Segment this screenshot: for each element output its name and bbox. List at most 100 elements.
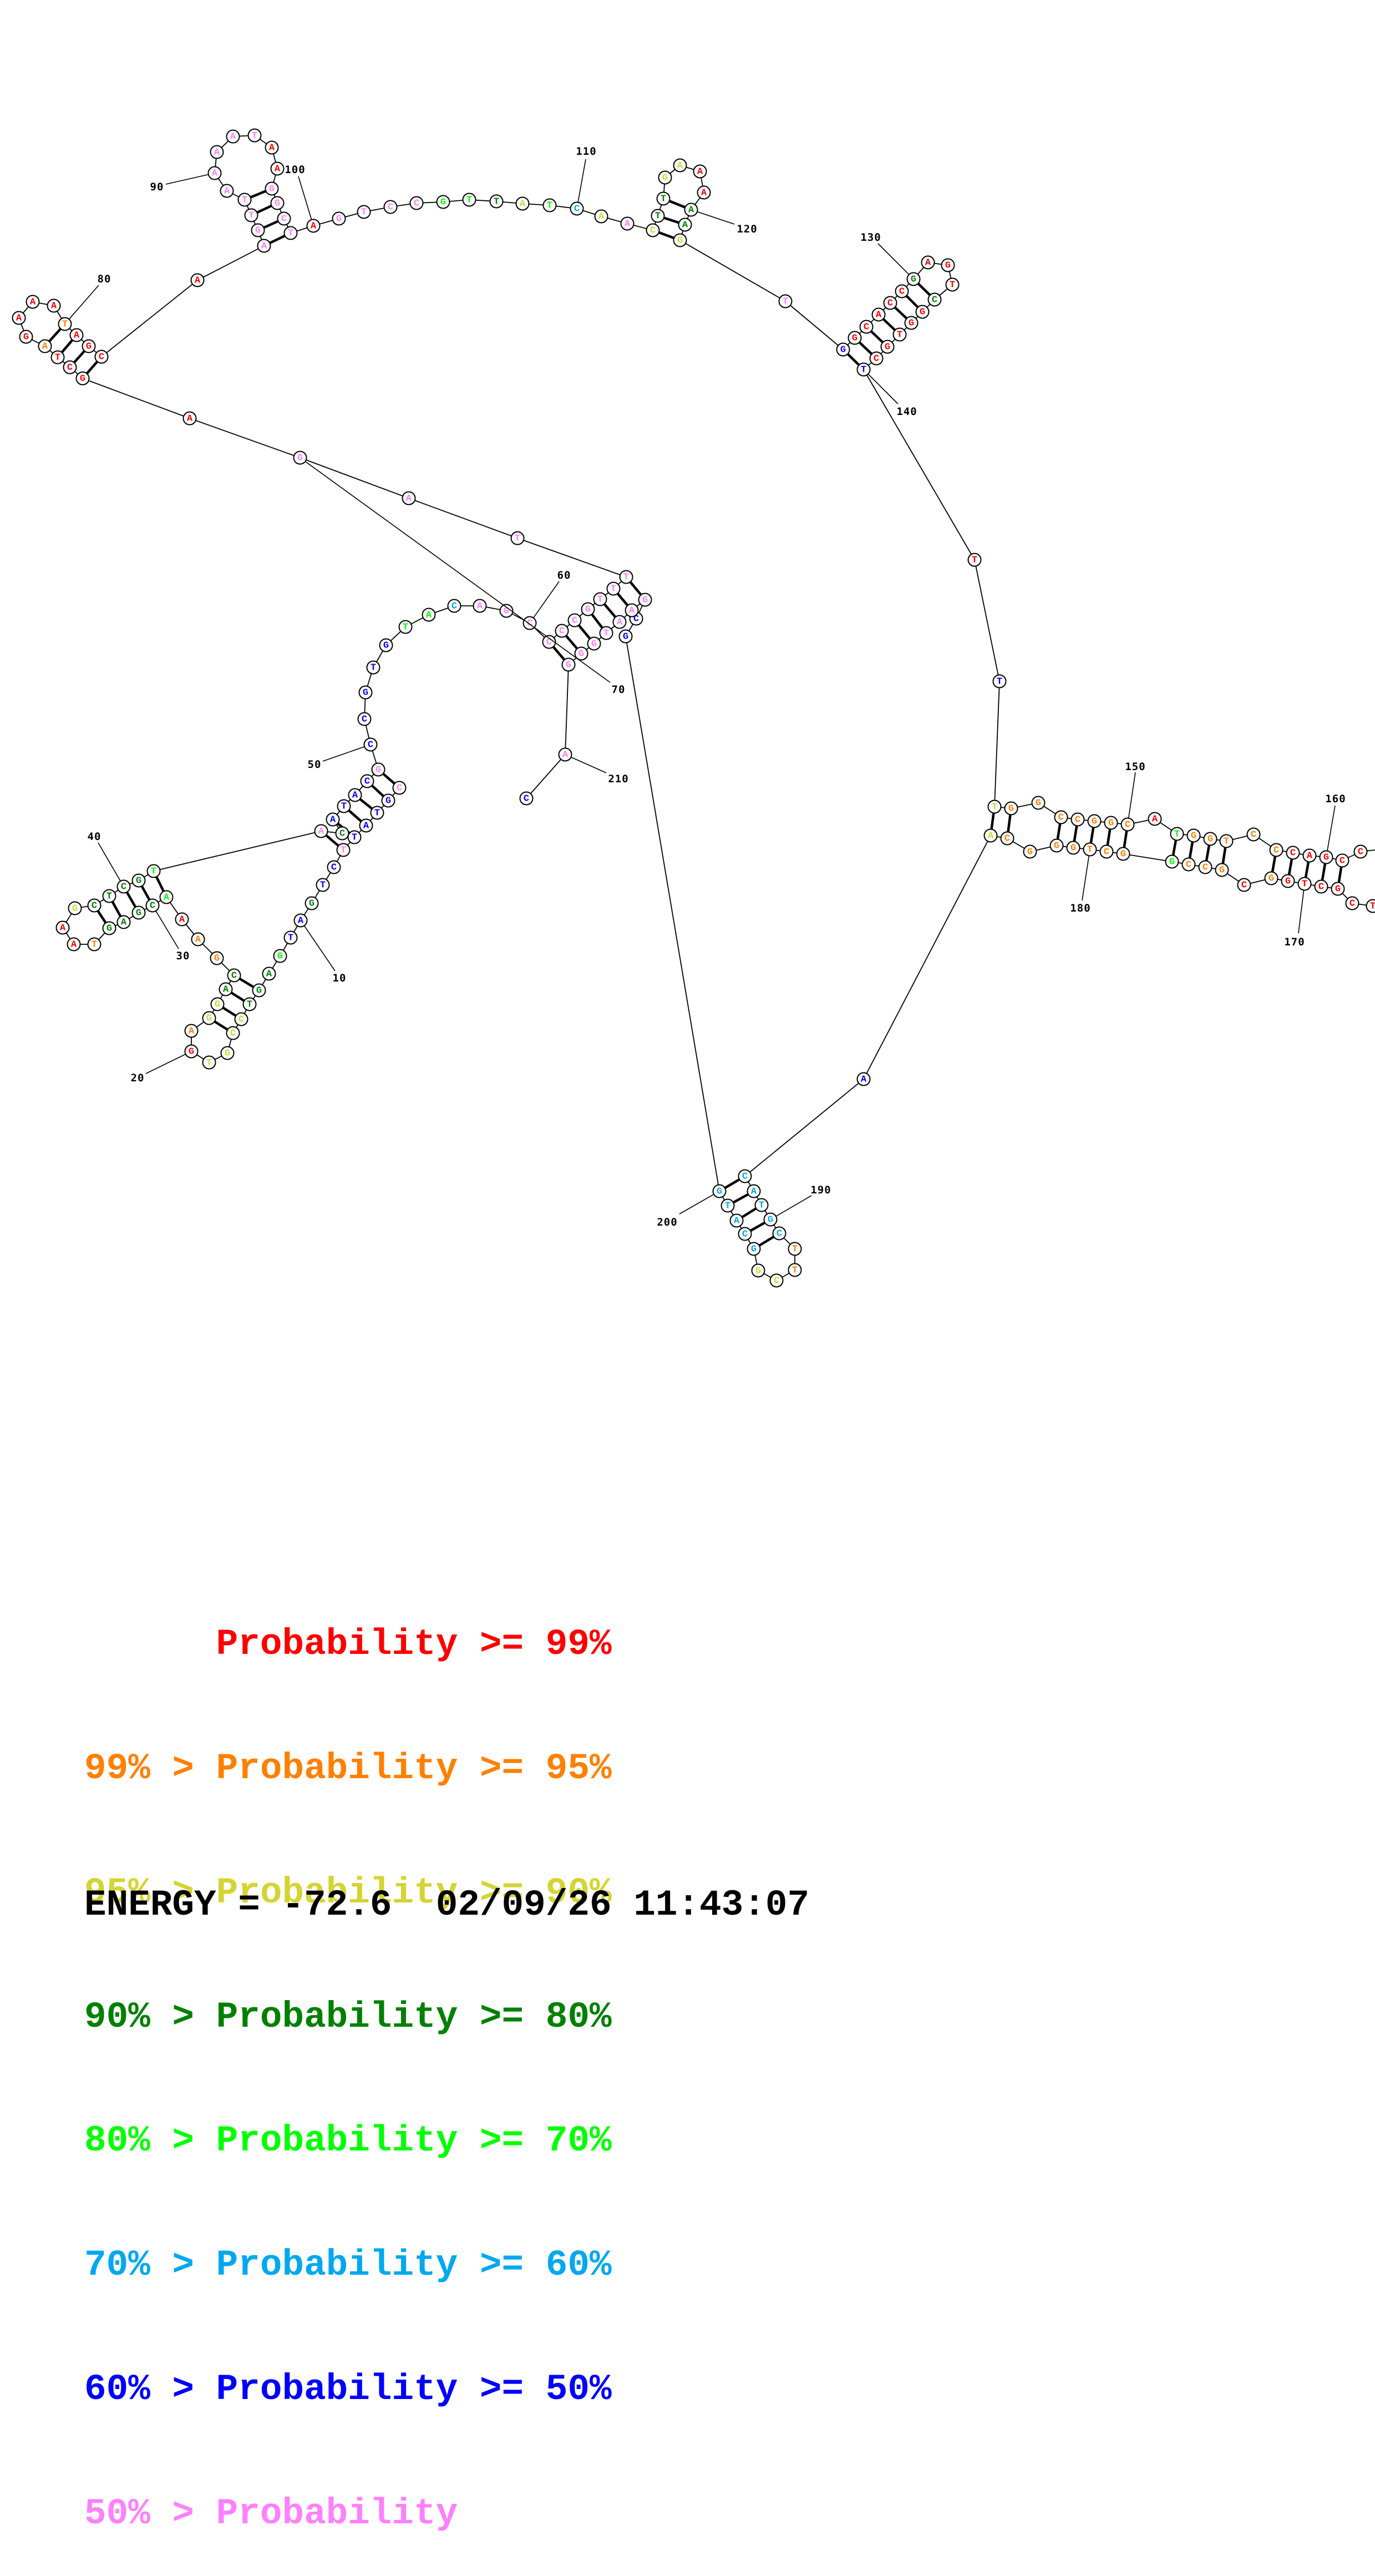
nucleotide: G <box>380 639 393 652</box>
nucleotide: T <box>946 279 959 291</box>
numbering-leader-line <box>146 1054 185 1074</box>
nucleotide-letter: G <box>215 1000 220 1010</box>
nucleotide: A <box>160 891 173 904</box>
nucleotide: C <box>95 351 108 363</box>
timestamp-time: 11:43:07 <box>633 1884 809 1926</box>
nucleotide: T <box>1171 828 1184 841</box>
nucleotide: C <box>1072 813 1084 826</box>
nucleotide: T <box>203 1056 216 1069</box>
nucleotide: G <box>1024 846 1037 858</box>
backbone-line <box>102 280 197 357</box>
backbone-line <box>565 665 569 755</box>
nucleotide-letter: G <box>214 954 220 964</box>
nucleotide: T <box>594 593 607 606</box>
nucleotide-letter: A <box>751 1187 757 1197</box>
nucleotide-letter: T <box>623 573 629 583</box>
nucleotide-letter: C <box>397 783 402 794</box>
nucleotide: C <box>88 899 101 912</box>
nucleotide: G <box>294 452 307 464</box>
nucleotide-letter: A <box>42 342 48 352</box>
nucleotide: C <box>361 775 374 788</box>
nucleotide-letter: T <box>992 802 997 813</box>
nucleotide: T <box>358 206 371 219</box>
nucleotide: T <box>285 932 297 944</box>
energy-value: -72.6 <box>282 1884 392 1926</box>
nucleotide: T <box>620 571 633 584</box>
nucleotide-letter: T <box>151 867 156 877</box>
nucleotide: A <box>266 141 278 154</box>
nucleotide: A <box>403 492 415 505</box>
nucleotide: G <box>252 224 265 237</box>
nucleotide: T <box>1367 900 1375 913</box>
nucleotide-letter: C <box>67 363 73 373</box>
numbering-label: 150 <box>1125 761 1145 773</box>
nucleotide-letter: C <box>1251 830 1256 841</box>
nucleotide-letter: A <box>269 143 275 154</box>
nucleotide: G <box>1105 817 1118 829</box>
numbering-leader-line <box>578 159 586 202</box>
nucleotide: T <box>367 661 380 674</box>
numbering-label: 20 <box>131 1072 145 1084</box>
nucleotide: T <box>59 318 72 331</box>
nucleotide: A <box>39 340 52 353</box>
nucleotide: G <box>713 1185 726 1198</box>
nucleotide: G <box>837 343 850 356</box>
nucleotide-letter: T <box>247 1000 252 1010</box>
nucleotide-letter: C <box>362 715 367 725</box>
nucleotide-letter: A <box>71 940 77 950</box>
nucleotide-letter: T <box>206 1058 212 1069</box>
nucleotide: G <box>748 1243 760 1256</box>
backbone-line <box>995 681 999 807</box>
nucleotide: T <box>490 195 503 208</box>
nucleotide: C <box>227 1027 240 1040</box>
nucleotide-letter: T <box>1087 845 1093 856</box>
nucleotide-letter: G <box>920 307 925 318</box>
nucleotide-letter: C <box>1004 834 1010 844</box>
nucleotide: C <box>1001 832 1014 845</box>
legend-entry-80-90: 90% > Probability >= 80% <box>84 1997 612 2038</box>
nucleotide: G <box>1166 856 1179 868</box>
nucleotide-letter: C <box>574 204 580 215</box>
numbering-label: 130 <box>860 231 881 244</box>
nucleotide-letter: A <box>121 918 127 928</box>
nucleotide-letter: A <box>1307 851 1313 862</box>
nucleotide: C <box>118 880 130 893</box>
nucleotide-letter: T <box>248 211 254 221</box>
nucleotide: A <box>184 412 196 425</box>
numbering-leader-line <box>69 285 99 319</box>
nucleotide: A <box>70 329 83 342</box>
nucleotide: A <box>192 933 205 946</box>
nucleotide-letter: G <box>136 908 141 919</box>
nucleotide-letter: G <box>309 899 314 909</box>
nucleotide: C <box>358 713 371 726</box>
nucleotide: G <box>905 317 918 330</box>
numbering-label: 190 <box>810 1184 831 1196</box>
nucleotide-letter: C <box>524 794 529 804</box>
nucleotide: A <box>685 204 698 216</box>
nucleotide: C <box>1238 879 1251 892</box>
nucleotide: G <box>1117 848 1130 861</box>
nucleotide: A <box>68 938 80 951</box>
nucleotide: G <box>1088 815 1101 828</box>
nucleotide: A <box>694 165 707 178</box>
backbone-line <box>626 636 719 1191</box>
nucleotide: T <box>248 129 261 142</box>
nucleotide: A <box>360 819 373 832</box>
nucleotide: T <box>858 363 870 376</box>
nucleotide: G <box>20 331 33 343</box>
nucleotide-letter: G <box>23 332 29 343</box>
nucleotide: T <box>338 800 351 813</box>
nucleotide: C <box>1122 818 1134 831</box>
nucleotide-letter: A <box>988 831 994 842</box>
nucleotide: G <box>849 332 861 345</box>
nucleotide-letter: A <box>164 893 170 903</box>
nucleotide: C <box>896 285 909 298</box>
nucleotide-letter: A <box>187 414 193 424</box>
numbering-leader-line <box>1082 856 1089 900</box>
nucleotide-letter: A <box>16 313 22 324</box>
nucleotide: G <box>69 902 82 915</box>
nucleotide-letter: C <box>1104 847 1109 858</box>
nucleotide: G <box>588 637 601 650</box>
nucleotide: G <box>83 340 95 353</box>
nucleotide-letter: A <box>230 132 236 143</box>
